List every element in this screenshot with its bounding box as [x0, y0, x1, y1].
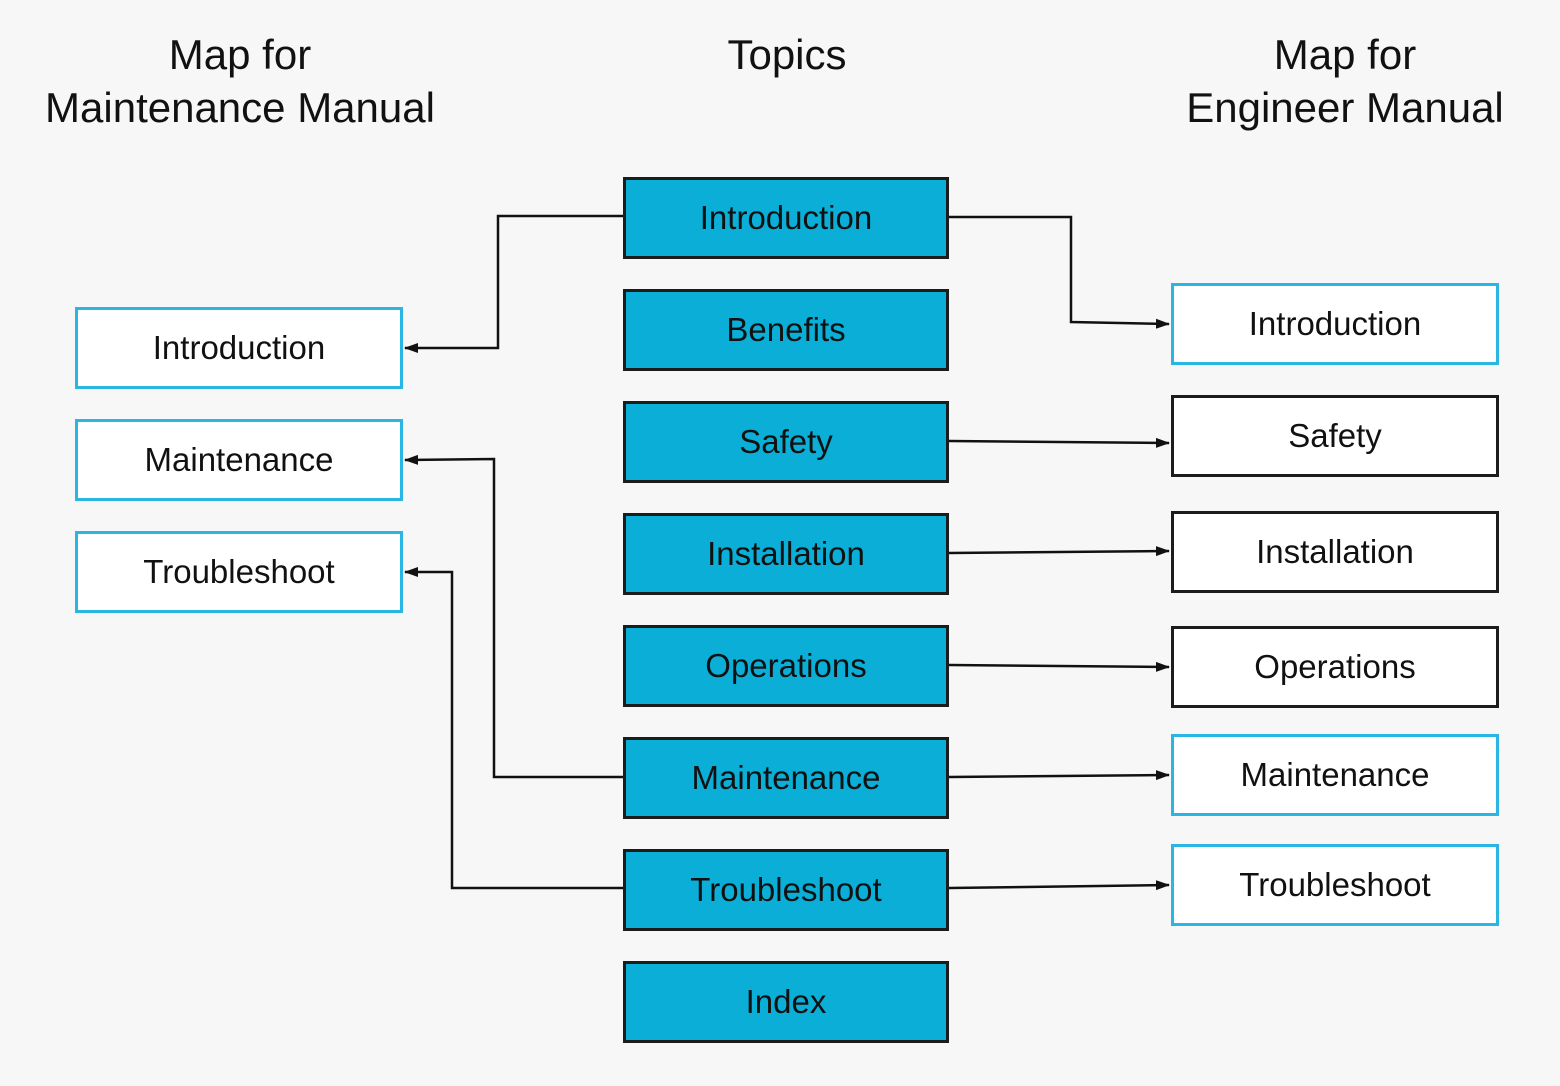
topic-label: Introduction: [699, 199, 873, 236]
connector-troubleshoot-to-engineer-map: [948, 880, 1170, 891]
maintenance-manual-heading: Map for Maintenance Manual: [20, 28, 460, 134]
topic-introduction: Introduction: [623, 177, 949, 259]
topic-operations: Operations: [623, 625, 949, 707]
topic-troubleshoot: Troubleshoot: [623, 849, 949, 931]
engineer-manual-heading-line-1: Map for: [1273, 31, 1417, 78]
engineer-map-introduction: Introduction: [1171, 283, 1499, 365]
map-item-label: Troubleshoot: [1239, 866, 1431, 903]
engineer-map-maintenance: Maintenance: [1171, 734, 1499, 816]
topic-label: Troubleshoot: [690, 871, 882, 908]
topic-index: Index: [623, 961, 949, 1043]
map-item-label: Installation: [1256, 533, 1414, 570]
engineer-map-installation: Installation: [1171, 511, 1499, 593]
maintenance-manual-heading-line-2: Maintenance Manual: [45, 84, 435, 131]
connector-introduction-to-maintenance-map: [404, 214, 623, 353]
map-item-label: Introduction: [1248, 305, 1422, 342]
topic-benefits: Benefits: [623, 289, 949, 371]
topic-maintenance: Maintenance: [623, 737, 949, 819]
map-item-label: Troubleshoot: [143, 553, 335, 590]
maintenance-map-troubleshoot: Troubleshoot: [75, 531, 403, 613]
connector-maintenance-to-maintenance-map: [404, 454, 623, 779]
connector-safety-to-engineer-map: [948, 437, 1170, 448]
topic-label: Maintenance: [691, 759, 881, 796]
map-item-label: Maintenance: [1240, 756, 1430, 793]
connector-operations-to-engineer-map: [948, 661, 1170, 672]
topic-label: Safety: [739, 423, 833, 460]
engineer-manual-heading-line-2: Engineer Manual: [1186, 84, 1504, 131]
engineer-map-operations: Operations: [1171, 626, 1499, 708]
maintenance-manual-heading-line-1: Map for: [168, 31, 312, 78]
map-item-label: Operations: [1254, 648, 1416, 685]
topic-label: Installation: [707, 535, 865, 572]
topic-label: Benefits: [726, 311, 846, 348]
connector-introduction-to-engineer-map: [949, 215, 1170, 329]
connector-maintenance-to-engineer-map: [948, 770, 1170, 781]
topics-heading-text: Topics: [727, 31, 847, 78]
maintenance-map-maintenance: Maintenance: [75, 419, 403, 501]
engineer-map-safety: Safety: [1171, 395, 1499, 477]
connector-installation-to-engineer-map: [948, 546, 1170, 557]
maintenance-map-introduction: Introduction: [75, 307, 403, 389]
topics-heading: Topics: [622, 28, 952, 81]
engineer-manual-heading: Map for Engineer Manual: [1150, 28, 1540, 134]
topic-safety: Safety: [623, 401, 949, 483]
map-item-label: Maintenance: [144, 441, 334, 478]
connector-troubleshoot-to-maintenance-map: [404, 567, 623, 890]
topic-installation: Installation: [623, 513, 949, 595]
topic-label: Operations: [705, 647, 867, 684]
map-item-label: Introduction: [152, 329, 326, 366]
map-item-label: Safety: [1288, 417, 1382, 454]
topic-label: Index: [745, 983, 827, 1020]
engineer-map-troubleshoot: Troubleshoot: [1171, 844, 1499, 926]
